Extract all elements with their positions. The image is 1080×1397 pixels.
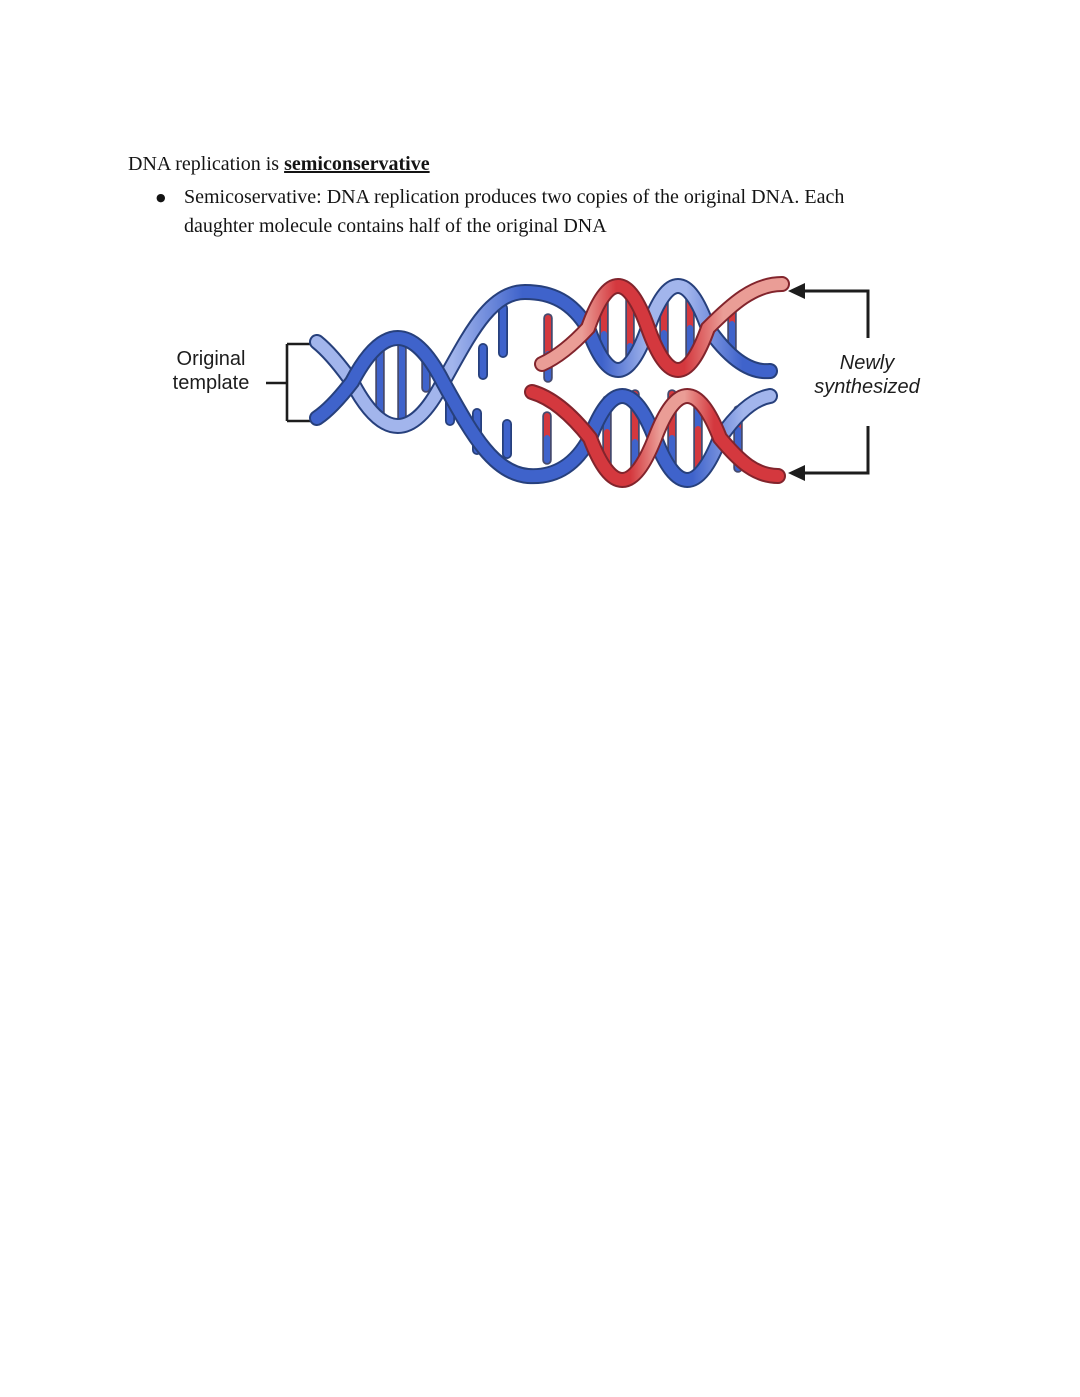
new-strand-bottom [524, 384, 786, 488]
bullet-icon: ● [156, 191, 166, 204]
bullet-item: ● Semicoservative: DNA replication produ… [156, 183, 844, 241]
newly-synthesized-arrow-bottom [788, 426, 870, 481]
heading-prefix: DNA replication is [128, 153, 285, 175]
newly-synthesized-label: Newly synthesized [814, 352, 920, 398]
original-template-bracket [266, 342, 312, 423]
heading-emphasis: semiconservative [284, 153, 430, 175]
newly-synthesized-arrow-top [788, 283, 870, 338]
dna-replication-figure: Original template Newly synthesized [140, 258, 960, 510]
bullet-line-2: daughter molecule contains half of the o… [184, 215, 607, 237]
new-strand-top [534, 276, 790, 378]
bullet-text: Semicoservative: DNA replication produce… [184, 183, 844, 241]
bullet-line-1: Semicoservative: DNA replication produce… [184, 186, 845, 208]
template-strand-top [309, 278, 778, 434]
original-template-label: Original template [172, 348, 250, 394]
parent-base-pairs [375, 333, 431, 425]
page-title: DNA replication is semiconservative [128, 151, 430, 177]
template-strand-bottom [309, 330, 778, 488]
dna-replication-diagram [266, 276, 870, 488]
